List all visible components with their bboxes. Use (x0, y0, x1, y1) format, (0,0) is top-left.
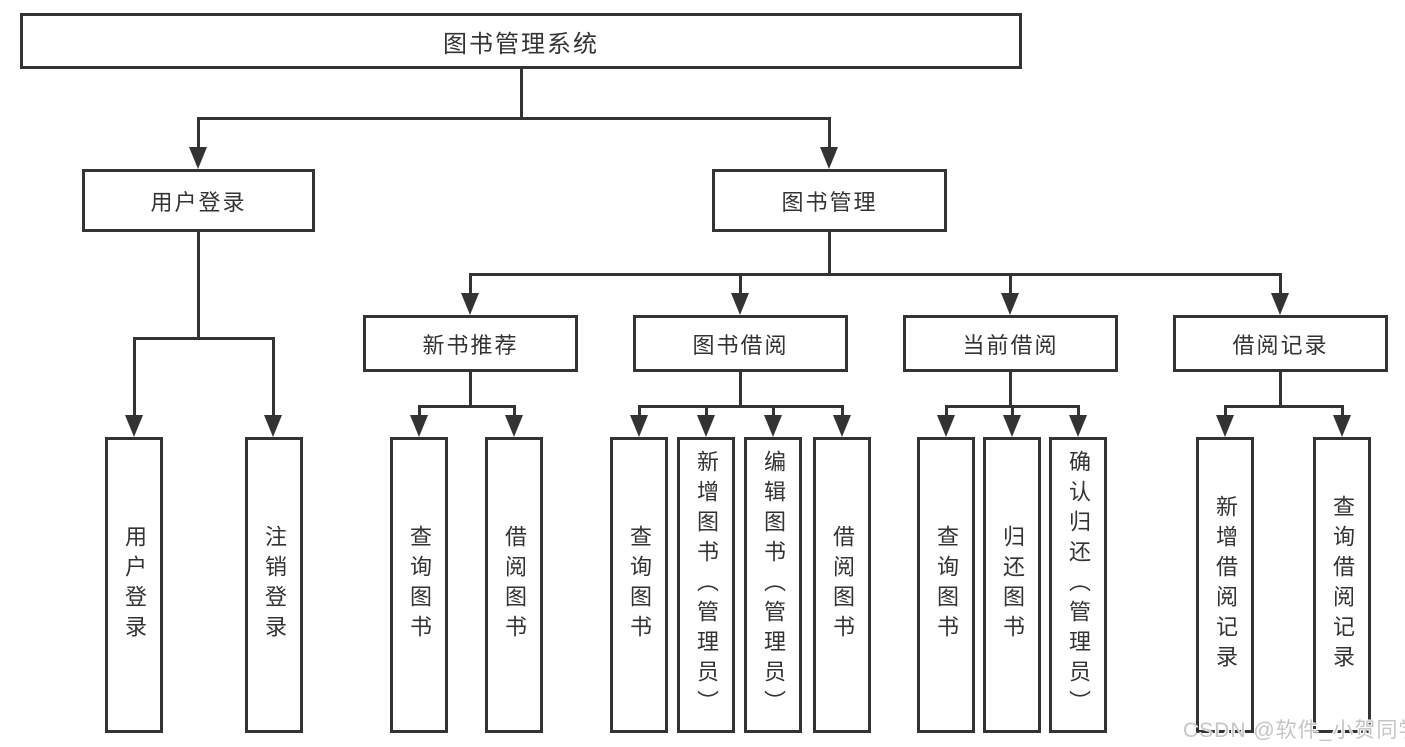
connector-line (133, 337, 275, 340)
connector-line (469, 273, 472, 293)
connector-line (1279, 372, 1282, 405)
leaf-label: 借阅图书 (830, 525, 855, 645)
connector-line (1224, 405, 1343, 408)
connector-line (828, 232, 831, 273)
connector-line (418, 405, 516, 408)
leaf-borrow-books-borrowing: 借阅图书 (813, 437, 871, 733)
node-label: 图书借阅 (692, 332, 789, 358)
connector-arrow-down (937, 415, 955, 437)
node-current-borrowing: 当前借阅 (903, 315, 1118, 372)
leaf-label: 借阅图书 (502, 525, 527, 645)
leaf-query-borrow-record: 查询借阅记录 (1313, 437, 1371, 733)
connector-line (1077, 405, 1080, 415)
connector-arrow-down (264, 415, 282, 437)
connector-line (828, 117, 831, 147)
node-label: 图书管理 (781, 189, 878, 215)
connector-arrow-down (505, 415, 523, 437)
node-label: 用户登录 (150, 189, 247, 215)
connector-line (469, 372, 472, 405)
leaf-user-login: 用户登录 (105, 437, 163, 733)
csdn-watermark: CSDN @软件_小贺同学 (1183, 719, 1405, 742)
leaf-query-books-current: 查询图书 (917, 437, 975, 733)
connector-line (133, 337, 136, 415)
leaf-label: 用户登录 (122, 525, 147, 645)
connector-line (739, 372, 742, 405)
connector-arrow-down (1069, 415, 1087, 437)
leaf-label: 新增图书（管理员） (694, 450, 719, 720)
connector-arrow-down (189, 147, 207, 169)
connector-line (841, 405, 844, 415)
connector-line (469, 273, 1282, 276)
node-label: 图书管理系统 (443, 30, 599, 58)
node-book-management: 图书管理 (712, 169, 947, 232)
connector-line (739, 273, 742, 293)
leaf-label: 新增借阅记录 (1213, 495, 1238, 675)
leaf-label: 编辑图书（管理员） (761, 450, 786, 720)
connector-line (418, 405, 421, 415)
leaf-label: 查询图书 (934, 525, 959, 645)
connector-line (520, 69, 523, 117)
connector-line (197, 117, 831, 120)
node-label: 当前借阅 (962, 332, 1059, 358)
connector-line (1224, 405, 1227, 415)
leaf-query-books-recommend: 查询图书 (390, 437, 448, 733)
connector-arrow-down (1001, 293, 1019, 315)
leaf-label: 注销登录 (262, 525, 287, 645)
connector-arrow-down (1003, 415, 1021, 437)
leaf-label: 确认归还（管理员） (1066, 450, 1091, 720)
connector-line (638, 405, 641, 415)
connector-arrow-down (833, 415, 851, 437)
leaf-label: 查询图书 (627, 525, 652, 645)
leaf-borrow-books-recommend: 借阅图书 (485, 437, 543, 733)
connector-line (772, 405, 775, 415)
connector-line (272, 337, 275, 415)
connector-arrow-down (125, 415, 143, 437)
node-new-book-recommendation: 新书推荐 (363, 315, 578, 372)
connector-arrow-down (697, 415, 715, 437)
leaf-confirm-return-admin: 确认归还（管理员） (1049, 437, 1107, 733)
connector-line (1341, 405, 1344, 415)
connector-line (197, 232, 200, 337)
connector-arrow-down (731, 293, 749, 315)
connector-arrow-down (461, 293, 479, 315)
connector-arrow-down (1333, 415, 1351, 437)
connector-arrow-down (1271, 293, 1289, 315)
node-book-borrowing: 图书借阅 (633, 315, 848, 372)
leaf-label: 查询图书 (407, 525, 432, 645)
connector-line (1009, 273, 1012, 293)
connector-arrow-down (764, 415, 782, 437)
connector-arrow-down (1216, 415, 1234, 437)
leaf-label: 查询借阅记录 (1330, 495, 1355, 675)
connector-line (705, 405, 708, 415)
node-label: 借阅记录 (1232, 332, 1329, 358)
connector-line (513, 405, 516, 415)
connector-arrow-down (410, 415, 428, 437)
connector-line (1011, 405, 1014, 415)
node-label: 新书推荐 (422, 332, 519, 358)
leaf-label: 归还图书 (1000, 525, 1025, 645)
leaf-add-borrow-record: 新增借阅记录 (1196, 437, 1254, 733)
leaf-edit-books-admin: 编辑图书（管理员） (744, 437, 802, 733)
node-borrowing-records: 借阅记录 (1173, 315, 1388, 372)
node-library-management-system: 图书管理系统 (20, 13, 1022, 69)
connector-line (197, 117, 200, 147)
leaf-query-books-borrowing: 查询图书 (610, 437, 668, 733)
connector-line (1279, 273, 1282, 293)
connector-arrow-down (630, 415, 648, 437)
connector-arrow-down (820, 147, 838, 169)
node-user-login: 用户登录 (82, 169, 315, 232)
connector-line (1009, 372, 1012, 405)
connector-line (945, 405, 948, 415)
connector-line (638, 405, 844, 408)
leaf-add-books-admin: 新增图书（管理员） (677, 437, 735, 733)
leaf-logout: 注销登录 (245, 437, 303, 733)
leaf-return-books: 归还图书 (983, 437, 1041, 733)
